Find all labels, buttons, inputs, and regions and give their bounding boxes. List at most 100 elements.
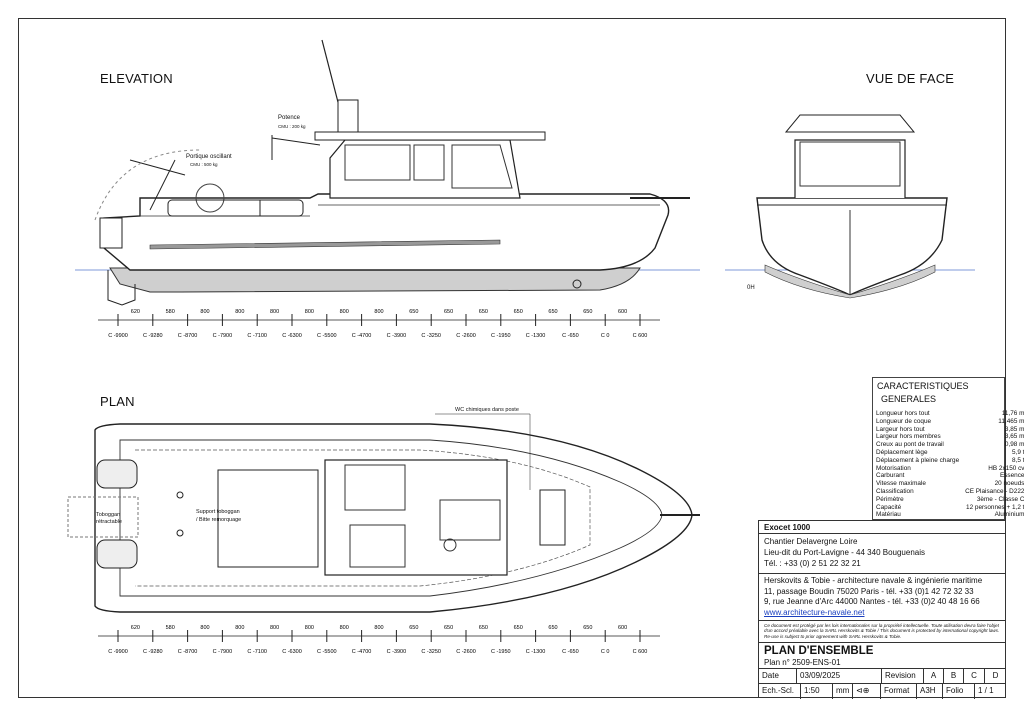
plan-number: Plan n° 2509-ENS-01 xyxy=(764,658,841,667)
spacing-label: 800 xyxy=(305,309,314,315)
potence-label: Potence xyxy=(278,115,301,121)
website-link[interactable]: www.architecture-navale.net xyxy=(764,607,865,617)
specs-table: CARACTERISTIQUES GENERALES Longueur hors… xyxy=(872,377,1024,520)
revision-c: C xyxy=(964,669,985,683)
frame-label: C -1950 xyxy=(491,333,511,339)
spec-value: Essence xyxy=(999,472,1024,480)
portique-cmu: CMU : 500 kg xyxy=(190,162,218,167)
spacing-label: 650 xyxy=(444,309,453,315)
spacing-label: 650 xyxy=(583,309,592,315)
spec-value: 0,98 m xyxy=(1004,441,1024,449)
spacing-label: 650 xyxy=(514,625,523,631)
toboggan-label: Toboggan xyxy=(96,512,121,518)
frame-label: C -7100 xyxy=(247,333,267,339)
spec-row: Périmètre 3ème - Classe C xyxy=(873,496,1024,504)
frame-label: C -650 xyxy=(562,333,579,339)
spec-key: Matériau xyxy=(876,511,901,519)
project-name: Exocet 1000 xyxy=(764,523,811,532)
frame-label: C -5500 xyxy=(317,649,337,655)
plan-wheelhouse xyxy=(324,459,508,576)
spacing-label: 800 xyxy=(374,625,383,631)
yard-address: Lieu-dit du Port-Lavigne - 44 340 Bougue… xyxy=(764,548,925,557)
spec-value: HB 2x150 cv xyxy=(988,464,1024,472)
spec-value: 20 noeuds xyxy=(994,480,1024,488)
spec-key: Déplacement à pleine charge xyxy=(876,456,960,464)
engine-starboard xyxy=(96,539,138,569)
spacing-label: 650 xyxy=(514,309,523,315)
spec-key: Vitesse maximale xyxy=(876,480,926,488)
spacing-label: 650 xyxy=(548,309,557,315)
frame-label: C -9900 xyxy=(108,649,128,655)
spec-key: Capacité xyxy=(876,503,902,511)
spacing-label: 600 xyxy=(618,309,627,315)
frame-label: C -9280 xyxy=(143,649,163,655)
spacing-label: 800 xyxy=(200,309,209,315)
wheelhouse-roof xyxy=(314,131,546,141)
spacing-label: 650 xyxy=(409,625,418,631)
support-label-2: / Bitte remorquage xyxy=(196,517,242,523)
date-value: 03/09/2025 xyxy=(797,669,882,683)
spacing-label: 620 xyxy=(131,309,140,315)
yard-phone: Tél. : +33 (0) 2 51 22 32 21 xyxy=(764,559,861,568)
wheelhouse xyxy=(329,139,521,199)
wc-label: WC chimiques dans poste xyxy=(455,407,519,413)
revision-current: A xyxy=(924,669,944,683)
title-block: Exocet 1000 Chantier Delavergne Loire Li… xyxy=(758,520,1006,699)
support-label: Support toboggan xyxy=(196,509,240,515)
deck-rail xyxy=(167,199,304,217)
frame-label: C -6300 xyxy=(282,649,302,655)
frame-label: C -1300 xyxy=(526,333,546,339)
spacing-label: 650 xyxy=(409,309,418,315)
revision-label: Revision xyxy=(882,669,924,683)
spec-value: 11,465 m xyxy=(998,417,1024,425)
spacing-label: 620 xyxy=(131,625,140,631)
frame-label: C -6300 xyxy=(282,333,302,339)
format-label: Format xyxy=(881,684,917,699)
spec-value: 3,85 m xyxy=(1004,425,1024,433)
front-wheelhouse xyxy=(794,139,906,198)
spec-key: Motorisation xyxy=(876,464,911,472)
spec-value: 3ème - Classe C xyxy=(976,495,1024,503)
drawing-frame xyxy=(18,18,1006,698)
spacing-label: 650 xyxy=(444,625,453,631)
frame-label: C -4700 xyxy=(352,333,372,339)
format-value: A3H xyxy=(917,684,943,699)
engine-port xyxy=(96,459,138,489)
spacing-label: 800 xyxy=(270,309,279,315)
frame-label: C -9900 xyxy=(108,333,128,339)
date-label: Date xyxy=(759,669,797,683)
spacing-label: 800 xyxy=(200,625,209,631)
outboard-motor xyxy=(99,217,123,249)
elevation-title: ELEVATION xyxy=(100,71,173,86)
spec-value: 5,9 t xyxy=(1012,448,1024,456)
toboggan-label-2: rétractable xyxy=(96,519,122,525)
spacing-label: 800 xyxy=(374,309,383,315)
frame-label: C -3900 xyxy=(387,333,407,339)
spacing-label: 800 xyxy=(340,309,349,315)
portique xyxy=(129,159,186,176)
hull-side xyxy=(103,193,670,271)
spec-key: Périmètre xyxy=(876,495,904,503)
projection-icon: ⊲⊕ xyxy=(853,684,881,699)
spacing-label: 800 xyxy=(340,625,349,631)
potence-cmu: CMU : 200 kg xyxy=(278,124,306,129)
address-nantes: 9, rue Jeanne d'Arc 44000 Nantes - tél. … xyxy=(764,597,980,606)
spacing-label: 800 xyxy=(270,625,279,631)
frame-label: C -8700 xyxy=(178,333,198,339)
scale-value: 1:50 xyxy=(801,684,833,699)
spec-row: Motorisation HB 2x150 cv xyxy=(873,465,1024,473)
spec-value: CE Plaisance - D222 xyxy=(965,487,1024,495)
spec-value: Aluminium xyxy=(994,511,1024,519)
spec-value: 11,76 m xyxy=(1001,410,1024,417)
deck-hatch xyxy=(217,469,319,568)
frame-label: C -7900 xyxy=(213,649,233,655)
frame-label: C 600 xyxy=(633,649,648,655)
